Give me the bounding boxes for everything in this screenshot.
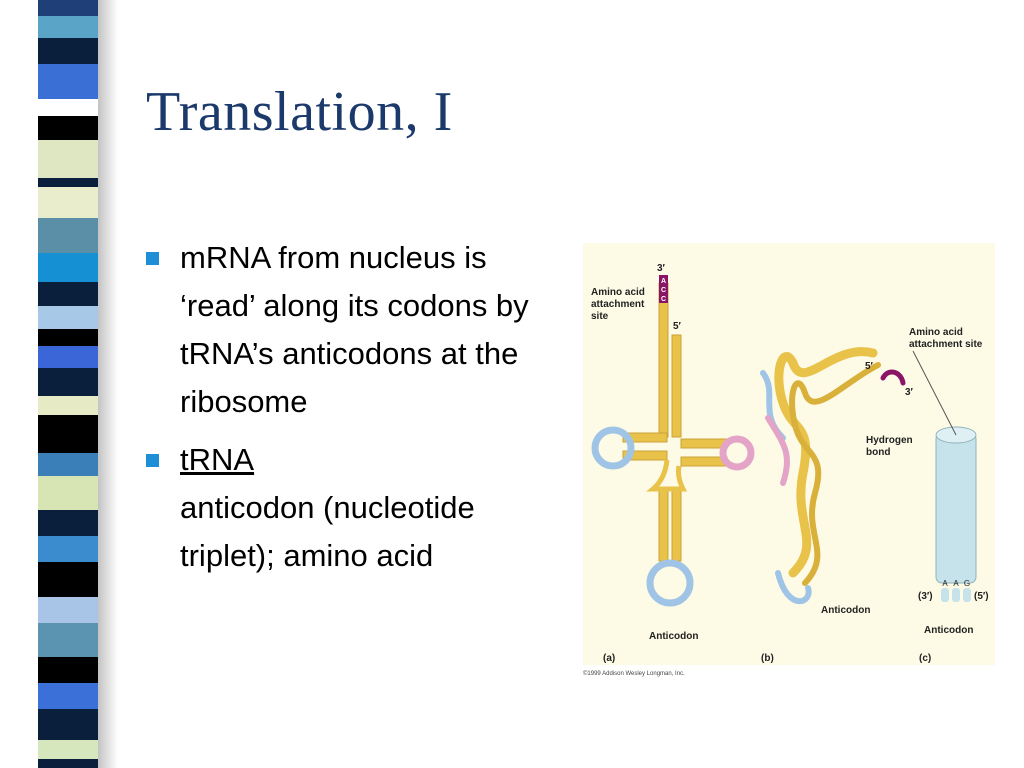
ribbon-3d-diagram	[760, 347, 906, 605]
underlined-term: tRNA	[180, 442, 255, 477]
anticodon-stem-left	[658, 486, 669, 562]
stripe-bar	[38, 0, 98, 768]
t-loop	[719, 435, 755, 471]
stripe-shadow	[96, 0, 118, 768]
stripe-block	[38, 15, 98, 39]
stripe-block	[38, 415, 98, 454]
slide-title: Translation, I	[146, 81, 453, 143]
stripe-block	[38, 186, 98, 219]
stripe-block	[38, 475, 98, 511]
stripe-block	[38, 140, 98, 179]
stripe-block	[38, 115, 98, 141]
label-five-prime-c: (5′)	[974, 591, 989, 602]
stripe-block	[38, 306, 98, 330]
anticodon-base	[952, 588, 960, 602]
label-hydrogen: Hydrogen	[866, 435, 913, 446]
label-anticodon-b: Anticodon	[821, 605, 870, 616]
acceptor-stem-left	[658, 282, 669, 438]
stripe-block	[38, 453, 98, 477]
ribbon-strand-inner	[789, 362, 881, 586]
copyright-text: ©1999 Addison Wesley Longman, Inc.	[583, 671, 685, 677]
anticodon-base	[963, 588, 971, 602]
schematic-diagram	[912, 350, 977, 602]
label-anticodon-a: Anticodon	[649, 631, 698, 642]
bullet-text: mRNA from nucleus is ‘read’ along its co…	[180, 240, 529, 419]
label-three-prime: 3′	[657, 263, 666, 274]
ribbon-anticodon-loop	[775, 570, 812, 605]
ribbon-strand	[774, 347, 878, 578]
label-panel-c: (c)	[919, 653, 931, 664]
cloverleaf-junction	[646, 459, 688, 492]
d-arm-bottom	[622, 450, 668, 461]
stripe-block	[38, 596, 98, 624]
stripe-block	[38, 98, 98, 117]
square-bullet-icon	[146, 252, 159, 265]
label-five-prime-b: 5′	[865, 361, 874, 372]
label-attachment-site-c: attachment site	[909, 339, 983, 350]
label-amino-acid-a: Amino acid	[591, 287, 645, 298]
stripe-block	[38, 536, 98, 563]
acceptor-base: C	[661, 287, 666, 294]
stripe-block	[38, 178, 98, 188]
d-arm-top	[622, 432, 668, 443]
attachment-pointer	[912, 350, 957, 436]
stripe-block	[38, 562, 98, 598]
stripe-block	[38, 740, 98, 760]
label-five-prime: 5′	[673, 321, 682, 332]
stripe-block	[38, 683, 98, 710]
stripe-block	[38, 709, 98, 741]
decorative-side-stripe	[0, 0, 118, 768]
square-bullet-icon	[146, 454, 159, 467]
d-loop	[591, 426, 635, 470]
stripe-block	[38, 396, 98, 416]
trna-structure-figure: A C C Amino acid attachment site 3′ 5′ A…	[583, 243, 995, 665]
t-arm-bottom	[680, 456, 728, 467]
anticodon-stem-right	[671, 486, 682, 562]
t-arm-top	[680, 438, 728, 449]
acceptor-end	[659, 275, 668, 303]
label-three-prime-b: 3′	[905, 387, 914, 398]
bullet-text: anticodon (nucleotide triplet); amino ac…	[180, 490, 475, 573]
label-bond: bond	[866, 447, 890, 458]
label-anticodon-c: Anticodon	[924, 625, 973, 636]
acceptor-stem-right	[671, 334, 682, 438]
bullet-item-trna: tRNA anticodon (nucleotide triplet); ami…	[146, 436, 556, 580]
anticodon-base	[941, 588, 949, 602]
stripe-block	[38, 0, 98, 17]
label-base: G	[964, 579, 970, 588]
label-panel-a: (a)	[603, 653, 615, 664]
stripe-block	[38, 510, 98, 537]
label-attachment-a: attachment	[591, 299, 645, 310]
ribbon-pink-segment	[765, 415, 790, 486]
stripe-block	[38, 217, 98, 254]
stripe-block	[38, 622, 98, 658]
label-base: A	[953, 579, 959, 588]
label-amino-acid-c: Amino acid	[909, 327, 963, 338]
stripe-block	[38, 38, 98, 65]
stripe-block	[38, 657, 98, 684]
stripe-block	[38, 64, 98, 100]
acceptor-base: C	[661, 296, 666, 303]
stripe-block	[38, 281, 98, 307]
stripe-block	[38, 368, 98, 397]
stripe-block	[38, 345, 98, 369]
label-three-prime-c: (3′)	[918, 591, 933, 602]
label-site-a: site	[591, 311, 609, 322]
stripe-block	[38, 328, 98, 347]
label-panel-b: (b)	[761, 653, 774, 664]
trna-cylinder	[935, 432, 977, 584]
bullet-list: mRNA from nucleus is ‘read’ along its co…	[146, 234, 556, 580]
amino-acid-end-b	[880, 369, 906, 386]
bullet-item-mrna: mRNA from nucleus is ‘read’ along its co…	[146, 234, 556, 426]
label-base: A	[942, 579, 948, 588]
anticodon-loop	[646, 559, 694, 607]
stripe-block	[38, 759, 98, 768]
stripe-block	[38, 252, 98, 283]
acceptor-base: A	[661, 278, 666, 285]
